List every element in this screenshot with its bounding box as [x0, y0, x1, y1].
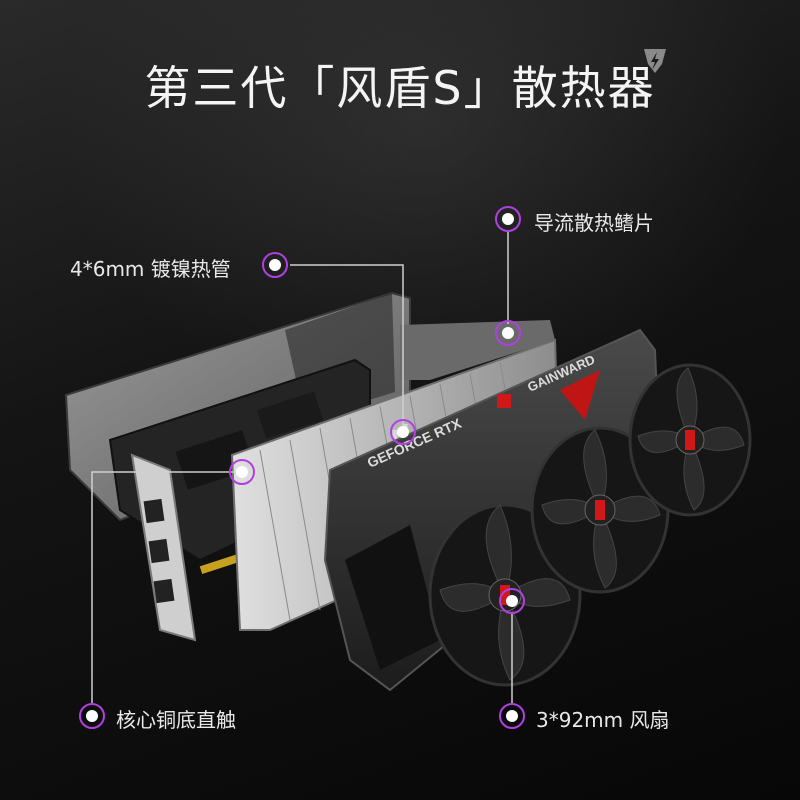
- callout-marker-fins: [495, 206, 521, 232]
- callout-label-fins: 导流散热鳍片: [534, 211, 654, 235]
- io-bracket: [130, 453, 197, 642]
- lightning-shield-icon: [644, 49, 666, 73]
- fan-3: [628, 363, 752, 517]
- callout-point-fans: [499, 588, 525, 614]
- callout-marker-copper: [79, 703, 105, 729]
- page-title: 第三代「风盾S」散热器: [144, 61, 656, 115]
- callout-point-heatpipe: [390, 419, 416, 445]
- callout-point-fins: [495, 320, 521, 346]
- callout-marker-heatpipe: [262, 252, 288, 278]
- callout-point-copper: [229, 459, 255, 485]
- cooling-fans: [428, 363, 752, 687]
- callout-label-heatpipe: 4*6mm 镀镍热管: [70, 257, 231, 281]
- callout-marker-fans: [499, 703, 525, 729]
- callout-label-fans: 3*92mm 风扇: [536, 708, 670, 732]
- callout-label-copper: 核心铜底直触: [116, 708, 236, 732]
